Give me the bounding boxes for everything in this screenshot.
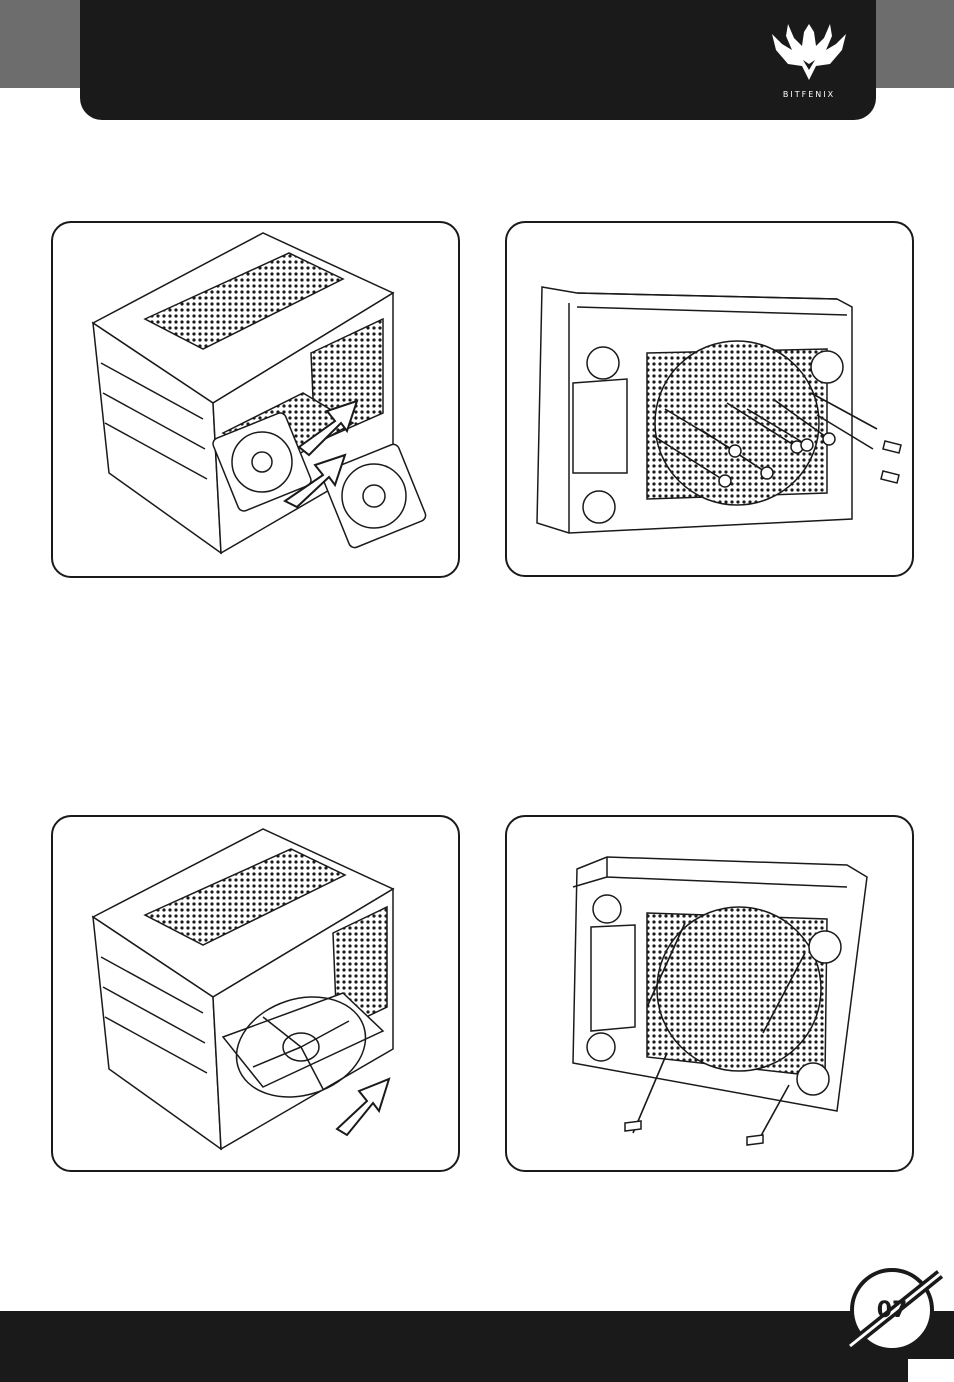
phoenix-logo-icon <box>766 20 852 90</box>
case-top-large-fan-install-icon <box>53 817 460 1172</box>
figure-2-panel <box>505 221 914 577</box>
figure-4-panel <box>505 815 914 1172</box>
brand-logo: BITFENIX <box>766 20 852 110</box>
top-gray-band-right <box>872 0 954 88</box>
case-bottom-screws-large-fan-icon <box>507 817 914 1172</box>
footer-bar <box>0 1311 908 1382</box>
top-gray-band-left <box>0 0 82 88</box>
case-bottom-screws-icon <box>507 223 914 577</box>
figure-1-panel <box>51 221 460 578</box>
case-top-fans-install-icon <box>53 223 460 578</box>
page-number: 07 <box>836 1298 948 1323</box>
page-number-badge: 07 <box>836 1260 948 1372</box>
brand-name: BITFENIX <box>766 90 852 99</box>
figure-3-panel <box>51 815 460 1172</box>
header-bar: BITFENIX <box>80 0 876 120</box>
